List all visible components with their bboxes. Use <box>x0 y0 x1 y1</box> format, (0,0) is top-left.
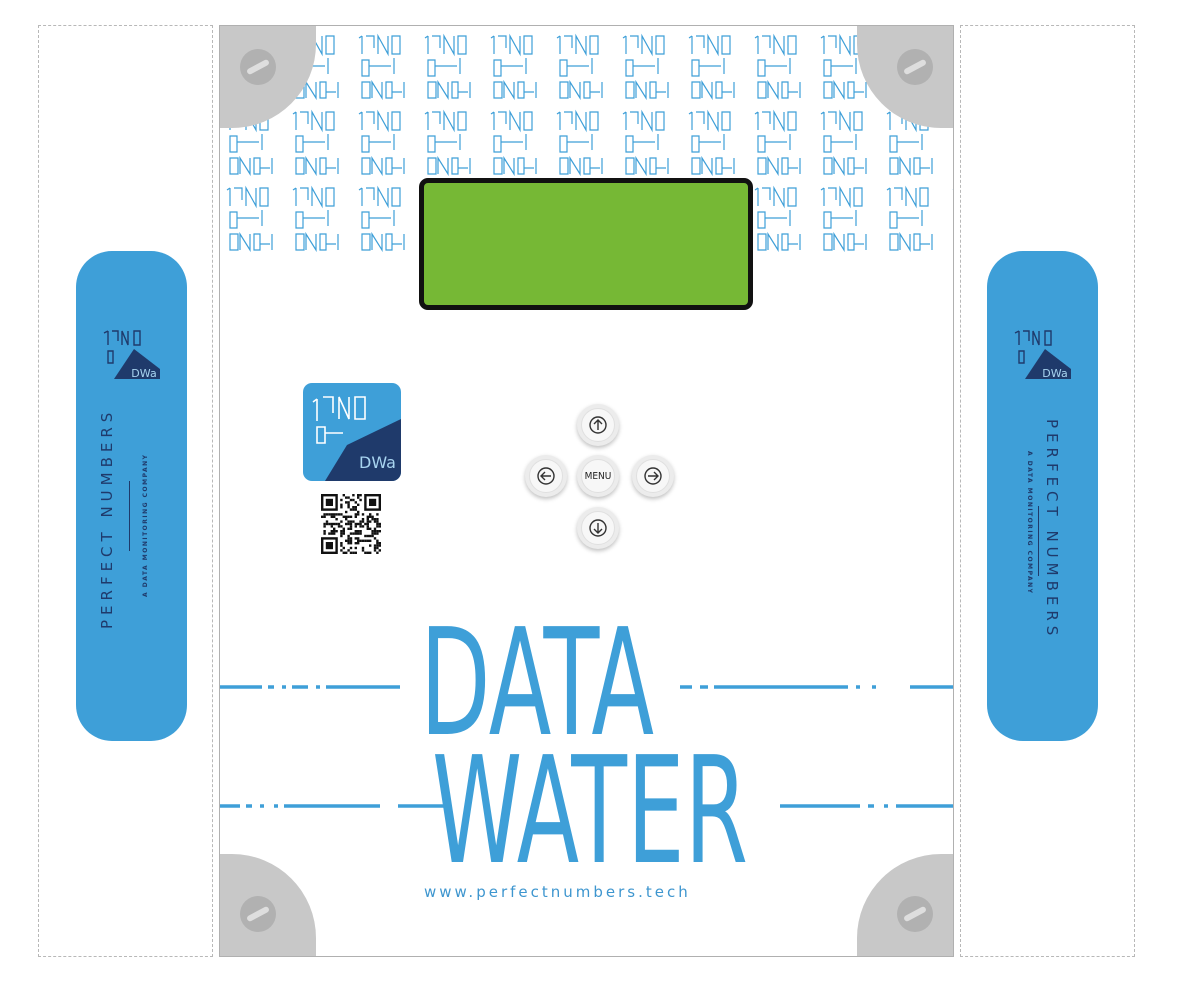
up-button[interactable] <box>577 404 619 446</box>
side-logo-icon: DWa <box>1014 330 1071 380</box>
arrow-up-circle-icon <box>589 416 607 434</box>
left-button[interactable] <box>525 455 567 497</box>
arrow-down-circle-icon <box>589 519 607 537</box>
side-logo-initials: DWa <box>1042 367 1067 380</box>
decorative-stripes <box>220 685 953 808</box>
website-url[interactable]: www.perfectnumbers.tech <box>424 883 691 901</box>
screw-icon <box>897 49 933 85</box>
menu-label: MENU <box>584 470 612 482</box>
brand-logo-initials: DWa <box>359 453 396 472</box>
side-tab-tagline: A DATA MONITORING COMPANY <box>142 453 149 598</box>
mount-corner-bottom-left <box>220 854 316 956</box>
right-side-tab: DWa PERFECT NUMBERS A DATA MONITORING CO… <box>987 251 1098 741</box>
side-tab-title: PERFECT NUMBERS <box>1043 419 1061 641</box>
side-tab-divider <box>1038 506 1039 576</box>
brand-wordmark: DATA WATER <box>420 616 748 876</box>
side-logo-initials: DWa <box>131 367 156 380</box>
arrow-right-circle-icon <box>644 467 662 485</box>
mount-corner-bottom-right <box>857 854 953 956</box>
side-tab-divider <box>129 481 130 551</box>
side-tab-tagline: A DATA MONITORING COMPANY <box>1026 451 1033 595</box>
qr-code[interactable] <box>321 494 381 554</box>
right-button[interactable] <box>632 455 674 497</box>
down-button[interactable] <box>577 507 619 549</box>
side-logo-icon: DWa <box>103 330 160 380</box>
wordmark-data: DATA <box>420 616 654 769</box>
lcd-display <box>419 178 753 310</box>
arrow-left-circle-icon <box>537 467 555 485</box>
device-front-panel: DWa MENU DATA WATER www.perfectn <box>219 25 954 957</box>
screw-icon <box>240 49 276 85</box>
side-tab-title: PERFECT NUMBERS <box>98 407 116 629</box>
left-side-tab: DWa PERFECT NUMBERS A DATA MONITORING CO… <box>76 251 187 741</box>
brand-logo-icon <box>303 383 401 481</box>
brand-logo: DWa <box>303 383 401 481</box>
menu-button[interactable]: MENU <box>577 455 619 497</box>
screw-icon <box>897 896 933 932</box>
right-cutout-outline <box>960 25 1135 957</box>
left-cutout-outline <box>38 25 213 957</box>
wordmark-water: WATER <box>432 725 748 876</box>
screw-icon <box>240 896 276 932</box>
